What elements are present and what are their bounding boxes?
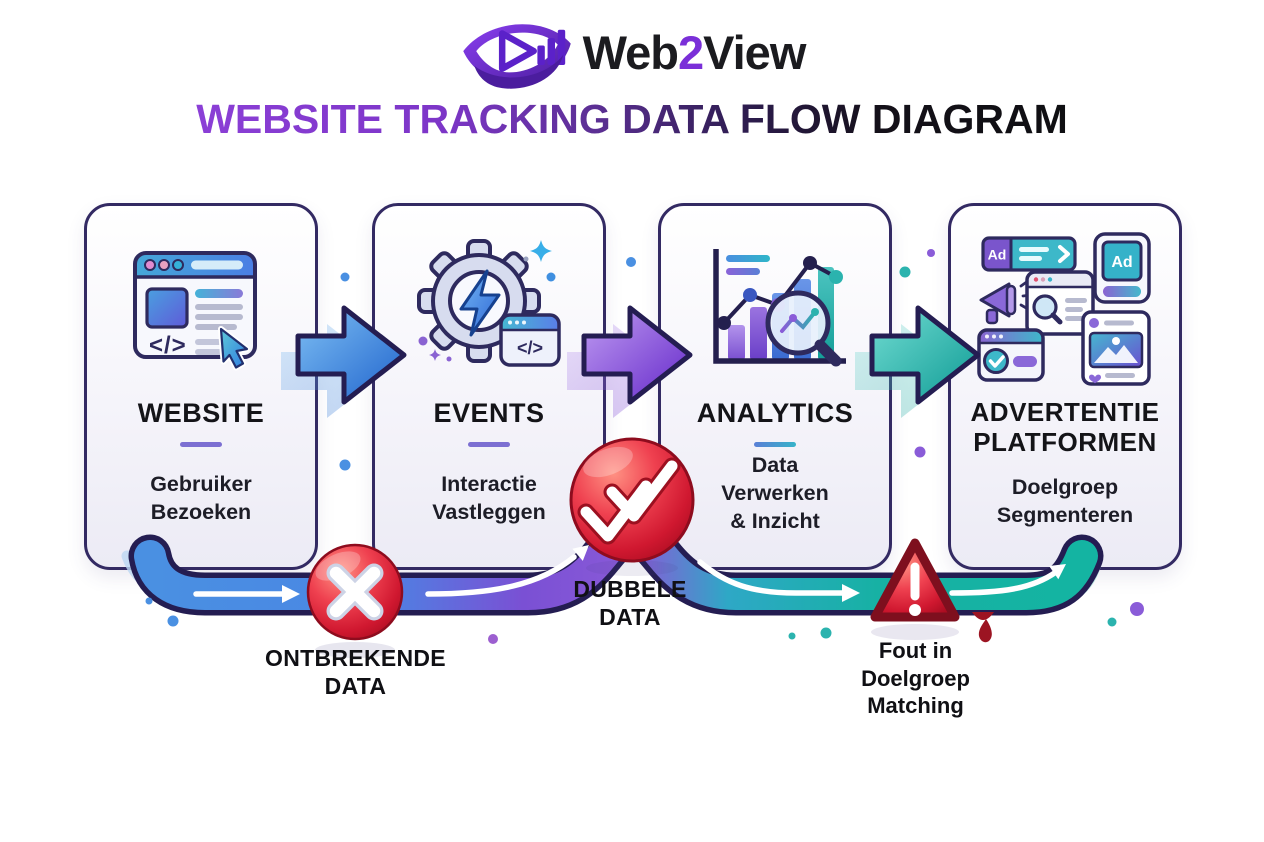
heart-icon bbox=[1089, 374, 1101, 384]
brand-name-view: View bbox=[703, 25, 806, 79]
page-title: WEBSITE TRACKING DATA FLOW DIAGRAM bbox=[196, 96, 1068, 142]
checkmark-icon bbox=[988, 355, 1005, 368]
magnifier-icon bbox=[765, 290, 842, 367]
stage-subtitle-analytics: Data Verwerken & Inzicht bbox=[721, 453, 829, 533]
image-ad-card-icon bbox=[1081, 310, 1151, 386]
eye-play-chart-logo-icon bbox=[462, 24, 571, 89]
title-divider bbox=[468, 442, 510, 448]
ads-icon-wrap: Ad Ad bbox=[977, 222, 1153, 398]
stage-title-website: WEBSITE bbox=[137, 398, 265, 428]
title-divider bbox=[180, 442, 222, 448]
analytics-icon-wrap bbox=[694, 226, 856, 394]
header: Web2View WEBSITE TRACKING DATA FLOW DIAG… bbox=[0, 14, 1264, 143]
stage-box-analytics: ANALYTICS Data Verwerken & Inzicht bbox=[658, 203, 892, 570]
stage-title-ad-platforms: ADVERTENTIE PLATFORMEN bbox=[970, 397, 1160, 457]
error-label-matching-error: Fout in Doelgroep Matching bbox=[861, 638, 970, 718]
stage-subtitle-website: Gebruiker Bezoeken bbox=[150, 472, 252, 524]
stage-subtitle-ad-platforms: Doelgroep Segmenteren bbox=[996, 474, 1134, 527]
sparkle-icon bbox=[530, 240, 552, 262]
stage-subtitle-events: Interactie Vastleggen bbox=[432, 472, 546, 524]
brand-name-web: Web bbox=[582, 25, 679, 79]
megaphone-icon bbox=[979, 279, 1033, 325]
events-icon-wrap: </> bbox=[413, 226, 565, 394]
brand-logo: Web2View bbox=[459, 14, 806, 90]
stage-box-ad-platforms: Ad Ad bbox=[948, 203, 1182, 570]
gear-lightning-icon: </> bbox=[417, 239, 561, 367]
stage-box-website: </> WEBSITE Gebruiker Bezoeken bbox=[84, 203, 318, 570]
title-divider bbox=[754, 442, 796, 448]
code-glyph: </> bbox=[517, 338, 543, 358]
ad-label: Ad bbox=[988, 247, 1007, 263]
brand-name: Web2View bbox=[582, 25, 807, 80]
brand-name-2: 2 bbox=[677, 25, 704, 79]
check-window-icon bbox=[977, 328, 1045, 382]
stage-title-events: EVENTS bbox=[433, 398, 545, 428]
ad-label: Ad bbox=[1111, 254, 1132, 271]
code-glyph: </> bbox=[149, 332, 187, 359]
search-window-icon bbox=[1025, 270, 1095, 336]
lightning-bolt-icon bbox=[459, 269, 501, 337]
stage-box-events: </> EVENTS Interactie Vastleggen bbox=[372, 203, 606, 570]
ad-phone-icon: Ad bbox=[1093, 232, 1151, 304]
ad-platforms-collage-icon: Ad Ad bbox=[977, 232, 1151, 386]
mountains-icon bbox=[1094, 345, 1138, 363]
browser-window-cursor-icon: </> bbox=[133, 251, 257, 371]
cursor-arrow-icon bbox=[218, 326, 250, 371]
ad-banner-icon: Ad bbox=[981, 236, 1077, 272]
error-label-duplicate-data: DUBBELE DATA bbox=[573, 576, 687, 631]
chevron-right-icon bbox=[1058, 245, 1070, 263]
error-label-missing-data: ONTBREKENDE DATA bbox=[265, 645, 446, 700]
stage-title-analytics: ANALYTICS bbox=[696, 398, 854, 428]
chart-magnifier-icon bbox=[713, 249, 846, 367]
code-window-icon: </> bbox=[499, 313, 561, 367]
website-icon-wrap: </> bbox=[125, 226, 277, 394]
sparkle-icon bbox=[428, 348, 442, 362]
